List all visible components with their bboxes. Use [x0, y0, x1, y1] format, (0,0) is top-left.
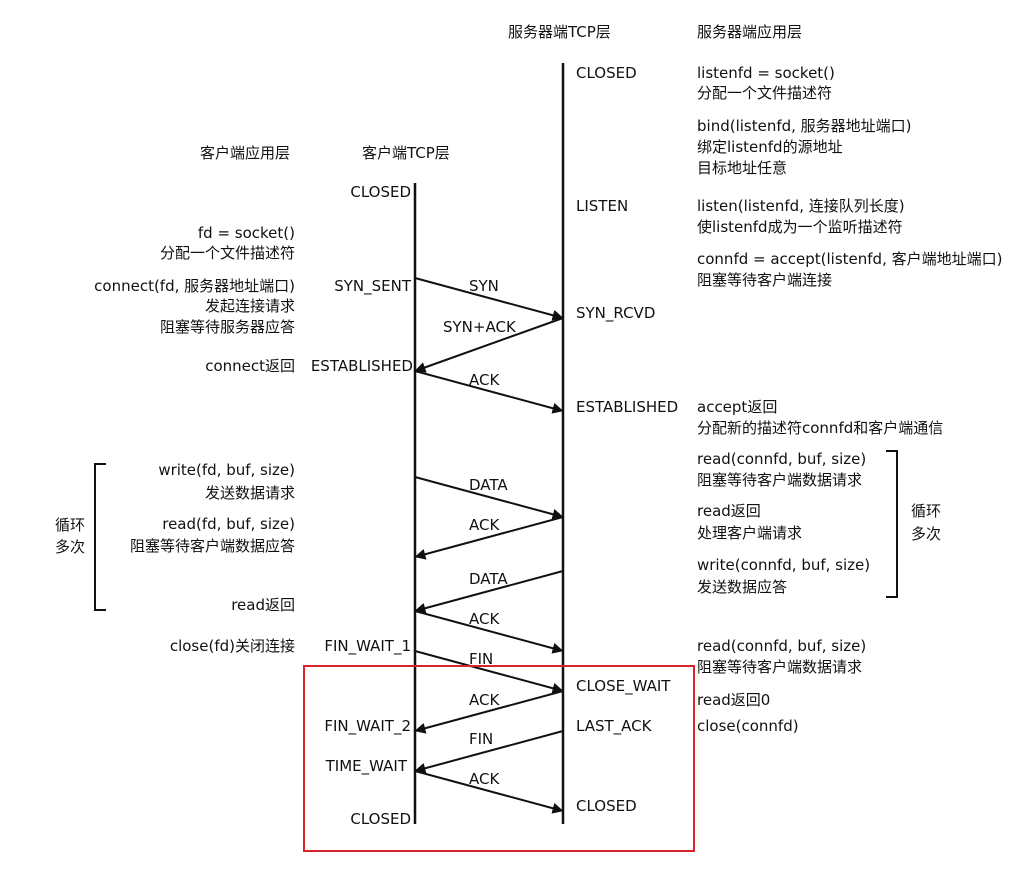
server-app-bind-line3: 目标地址任意	[697, 159, 787, 177]
server-app-accept-return-line2: 分配新的描述符connfd和客户端通信	[697, 419, 943, 437]
syn-ack-label: SYN+ACK	[443, 318, 517, 336]
ack5-label: ACK	[469, 770, 500, 788]
client-state-closed-end: CLOSED	[350, 810, 411, 828]
client-app-write-line2: 发送数据请求	[205, 484, 295, 502]
ack5-arrow	[414, 770, 564, 814]
client-loop-label-line1: 循环	[55, 516, 85, 534]
client-state-time-wait: TIME_WAIT	[325, 757, 408, 776]
server-loop-label-line2: 多次	[911, 525, 941, 543]
server-state-last-ack: LAST_ACK	[576, 717, 653, 736]
client-app-write-line1: write(fd, buf, size)	[158, 461, 295, 479]
header-client-tcp: 客户端TCP层	[362, 144, 450, 162]
client-state-fin-wait-2: FIN_WAIT_2	[324, 717, 411, 736]
server-app-accept-line2: 阻塞等待客户端连接	[697, 271, 832, 289]
server-app-accept-return-line1: accept返回	[697, 398, 777, 416]
data1-arrow	[414, 476, 564, 520]
syn-arrow	[414, 277, 564, 321]
data2-arrow	[414, 570, 564, 614]
server-app-listen-line1: listen(listenfd, 连接队列长度)	[697, 197, 905, 215]
ack2-arrow	[414, 516, 564, 560]
server-loop-label-line1: 循环	[911, 502, 941, 520]
server-state-closed-start: CLOSED	[576, 64, 637, 82]
data1-label: DATA	[469, 476, 508, 494]
server-app-listen-line2: 使listenfd成为一个监听描述符	[697, 218, 903, 236]
client-app-connect-line2: 发起连接请求	[205, 297, 295, 315]
syn-ack-arrow	[414, 317, 564, 373]
ack4-arrow	[414, 690, 564, 734]
client-loop-bracket	[94, 463, 106, 611]
client-app-read-line1: read(fd, buf, size)	[162, 515, 295, 533]
server-app-socket-line1: listenfd = socket()	[697, 64, 835, 82]
data2-label: DATA	[469, 570, 508, 588]
server-app-read-line2: 阻塞等待客户端数据请求	[697, 471, 862, 489]
server-app-read-zero: read返回0	[697, 691, 770, 709]
server-app-accept-line1: connfd = accept(listenfd, 客户端地址端口)	[697, 250, 1002, 268]
fin2-label: FIN	[469, 730, 493, 748]
ack2-label: ACK	[469, 516, 500, 534]
client-state-established: ESTABLISHED	[311, 357, 413, 375]
client-app-close: close(fd)关闭连接	[170, 637, 295, 655]
ack3-label: ACK	[469, 610, 500, 628]
ack3-arrow	[414, 610, 564, 654]
client-app-socket-line1: fd = socket()	[198, 224, 295, 242]
client-state-closed-start: CLOSED	[350, 183, 411, 201]
client-app-connect-line3: 阻塞等待服务器应答	[160, 318, 295, 336]
server-loop-bracket	[886, 450, 898, 598]
server-app-read-line1: read(connfd, buf, size)	[697, 450, 866, 468]
client-state-fin-wait-1: FIN_WAIT_1	[324, 637, 411, 656]
server-state-close-wait: CLOSE_WAIT	[576, 677, 671, 696]
server-state-closed-end: CLOSED	[576, 797, 637, 815]
ack4-label: ACK	[469, 691, 500, 709]
header-server-tcp: 服务器端TCP层	[508, 23, 611, 41]
client-app-read-return: read返回	[231, 596, 295, 614]
server-app-close: close(connfd)	[697, 717, 799, 735]
client-app-read-line2: 阻塞等待客户端数据应答	[130, 537, 295, 555]
server-app-socket-line2: 分配一个文件描述符	[697, 84, 832, 102]
header-server-app: 服务器端应用层	[697, 23, 802, 41]
client-loop-label-line2: 多次	[55, 538, 85, 556]
teardown-highlight-box	[303, 665, 695, 852]
fin1-arrow	[414, 650, 564, 694]
syn-label: SYN	[469, 277, 499, 295]
server-state-established: ESTABLISHED	[576, 398, 678, 416]
server-app-bind-line1: bind(listenfd, 服务器地址端口)	[697, 117, 912, 135]
client-app-connect-return: connect返回	[205, 357, 295, 375]
server-app-bind-line2: 绑定listenfd的源地址	[697, 138, 843, 156]
ack1-label: ACK	[469, 371, 500, 389]
fin1-label: FIN	[469, 650, 493, 668]
server-state-syn-rcvd: SYN_RCVD	[576, 304, 655, 323]
server-app-read-return-line2: 处理客户端请求	[697, 524, 802, 542]
server-app-write-line2: 发送数据应答	[697, 578, 787, 596]
server-app-write-line1: write(connfd, buf, size)	[697, 556, 870, 574]
client-app-socket-line2: 分配一个文件描述符	[160, 244, 295, 262]
server-state-listen: LISTEN	[576, 197, 628, 215]
client-app-connect-line1: connect(fd, 服务器地址端口)	[94, 277, 295, 295]
header-client-app: 客户端应用层	[200, 144, 290, 162]
server-app-read2-line1: read(connfd, buf, size)	[697, 637, 866, 655]
client-state-syn-sent: SYN_SENT	[334, 277, 412, 296]
server-app-read2-line2: 阻塞等待客户端数据请求	[697, 658, 862, 676]
ack1-arrow	[414, 370, 564, 414]
fin2-arrow	[414, 730, 564, 774]
server-app-read-return-line1: read返回	[697, 502, 761, 520]
